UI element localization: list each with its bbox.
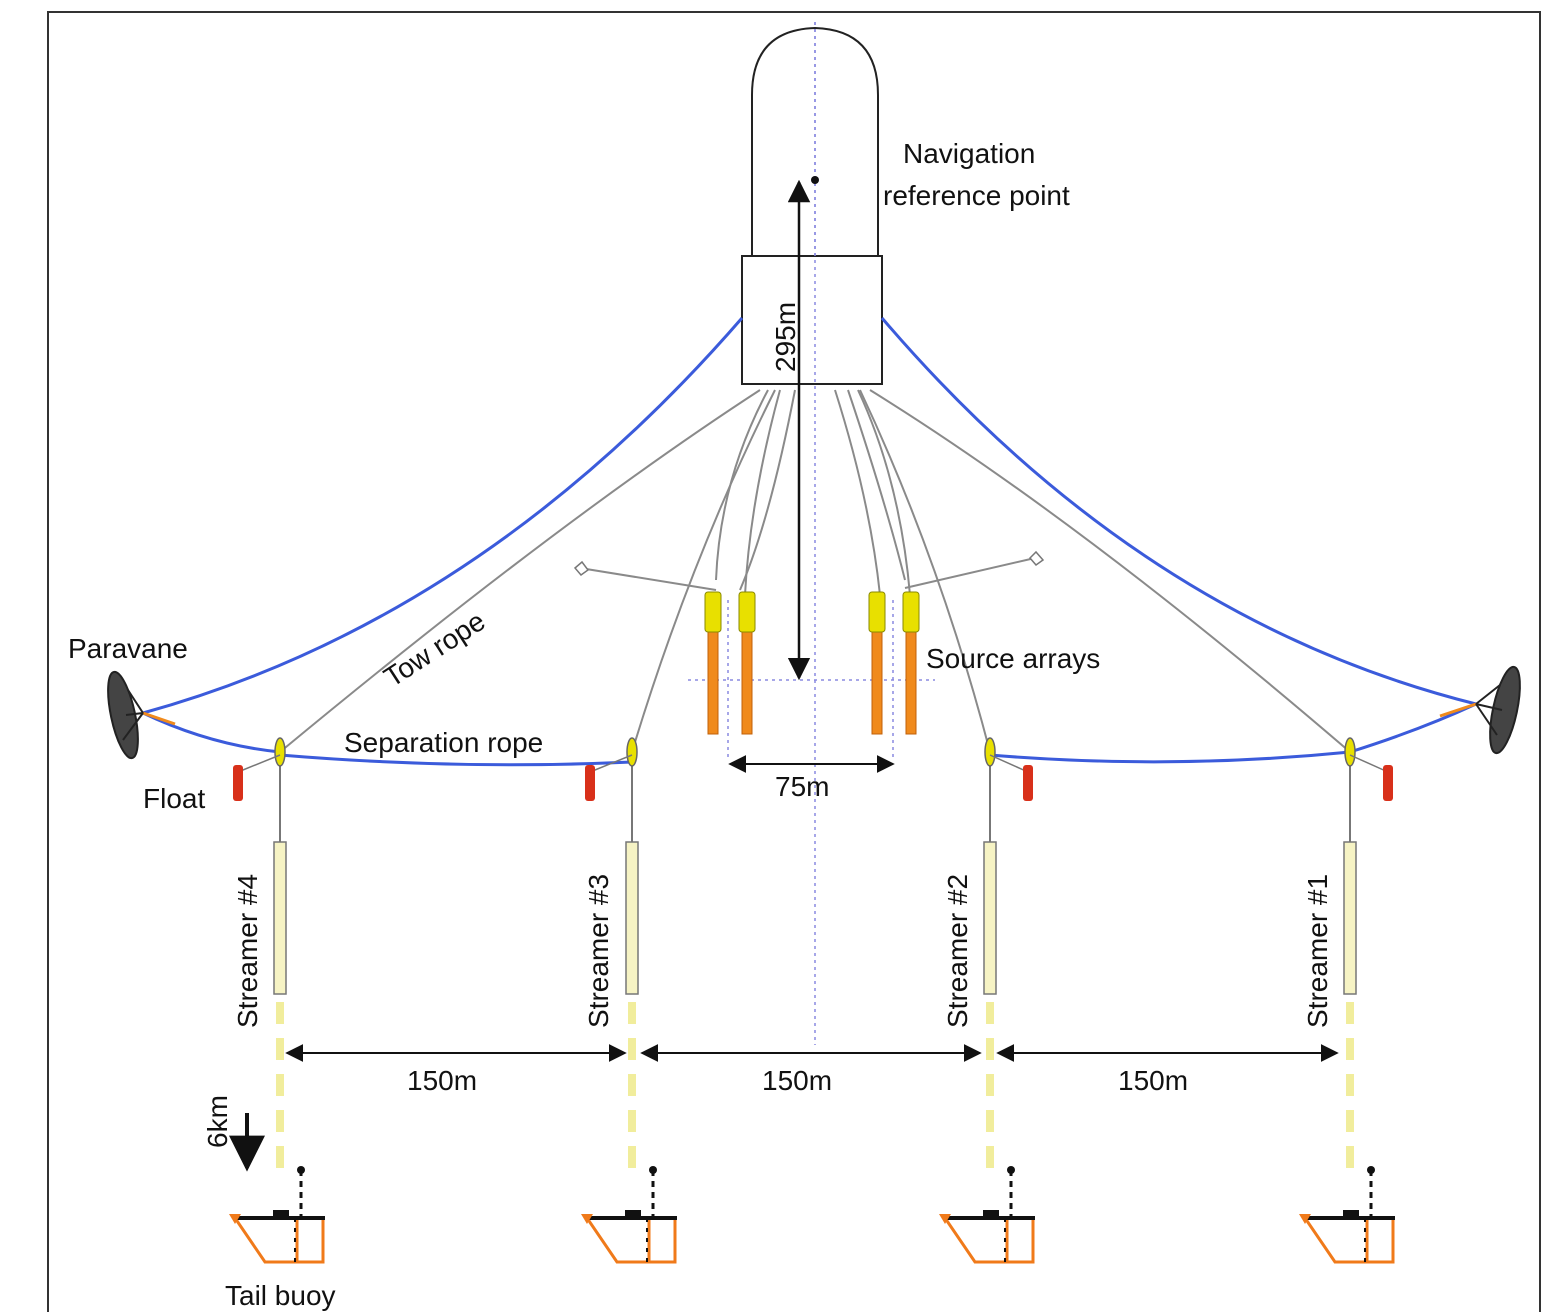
float: [233, 765, 243, 801]
tow-spreader-left: [573, 560, 590, 577]
streamer-4: [233, 737, 287, 1170]
streamer-head-float: [984, 737, 996, 767]
streamer-head-float: [274, 737, 286, 767]
tail-buoy: [1299, 1166, 1395, 1264]
streamer-head-float: [1344, 737, 1356, 767]
float: [1023, 765, 1033, 801]
label-paravane: Paravane: [68, 633, 188, 664]
navigation-reference-point: [811, 176, 819, 184]
streamer-3: [585, 737, 639, 1170]
label-streamer-4: Streamer #4: [232, 874, 263, 1028]
tail-buoy: [229, 1166, 325, 1264]
streamer-body: [625, 841, 639, 995]
paravane-right: [1475, 665, 1521, 755]
label-tow-rope: Tow rope: [378, 605, 490, 693]
streamer-1: [1343, 737, 1393, 1170]
paravane-left: [107, 670, 144, 760]
streamers: [233, 737, 1393, 1170]
label-navigation: Navigation: [903, 138, 1035, 169]
label-150m-1: 150m: [407, 1065, 477, 1096]
float: [585, 765, 595, 801]
label-tail-buoy: Tail buoy: [225, 1280, 336, 1311]
label-reference-point: reference point: [883, 180, 1070, 211]
label-streamer-3: Streamer #3: [583, 874, 614, 1028]
streamer-body: [273, 841, 287, 995]
label-float: Float: [143, 783, 205, 814]
label-6km: 6km: [202, 1095, 233, 1148]
label-separation-rope: Separation rope: [344, 727, 543, 758]
float: [1383, 765, 1393, 801]
diagram-border: [47, 11, 1541, 1312]
vessel: [741, 22, 883, 385]
label-150m-2: 150m: [762, 1065, 832, 1096]
label-150m-3: 150m: [1118, 1065, 1188, 1096]
tail-buoy: [581, 1166, 677, 1264]
source-arrays: [704, 591, 920, 735]
tail-buoys: [229, 1166, 1395, 1264]
streamer-2: [983, 737, 1033, 1170]
label-source-arrays: Source arrays: [926, 643, 1100, 674]
label-streamer-1: Streamer #1: [1302, 874, 1333, 1028]
label-75m: 75m: [775, 771, 829, 802]
separation-ropes: [142, 317, 1477, 767]
tail-buoy: [939, 1166, 1035, 1264]
streamer-head-float: [626, 737, 638, 767]
streamer-body: [983, 841, 997, 995]
label-295m: 295m: [770, 302, 801, 372]
streamer-body: [1343, 841, 1357, 995]
tow-spreader-right: [1028, 550, 1045, 567]
tow-ropes: [279, 389, 1351, 753]
label-streamer-2: Streamer #2: [942, 874, 973, 1028]
